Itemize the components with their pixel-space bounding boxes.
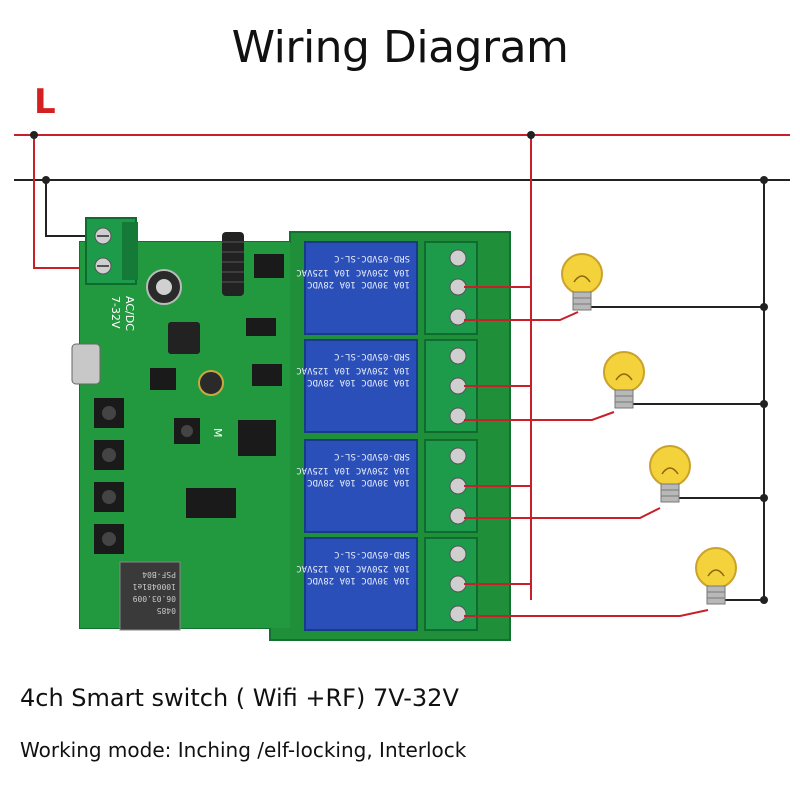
power-label-voltage: 7-32V — [109, 296, 122, 329]
working-mode-text: Working mode: Inching /elf-locking, Inte… — [20, 738, 467, 762]
push-button-icon — [94, 440, 124, 470]
svg-text:1000481e1: 1000481e1 — [132, 582, 176, 591]
svg-text:10A 30VDC 10A 28VDC: 10A 30VDC 10A 28VDC — [307, 279, 410, 289]
ic-chip — [252, 364, 282, 386]
svg-text:10A 30VDC 10A 28VDC: 10A 30VDC 10A 28VDC — [307, 575, 410, 585]
ic-chip — [246, 318, 276, 336]
svg-text:SRD-05VDC-SL-C: SRD-05VDC-SL-C — [334, 451, 410, 461]
svg-text:10A 30VDC 10A 28VDC: 10A 30VDC 10A 28VDC — [307, 477, 410, 487]
svg-text:SRD-05VDC-SL-C: SRD-05VDC-SL-C — [334, 351, 410, 361]
relay-output-wires — [464, 311, 709, 617]
light-bulb-icon — [649, 445, 691, 503]
capacitor-icon — [146, 269, 182, 305]
capacitor-icon — [198, 370, 224, 396]
wifi-module: PSF-B04 1000481e1 06.03.009 0485 — [119, 561, 181, 631]
bulb-neutral-wires — [590, 306, 764, 601]
live-line-label: L — [34, 82, 56, 122]
relay-icon: SRD-05VDC-SL-C 10A 250VAC 10A 125VAC 10A… — [296, 339, 418, 433]
ic-chip — [254, 254, 284, 278]
relay-live-wires — [464, 286, 531, 585]
ic-chip — [186, 488, 236, 518]
svg-text:10A 30VDC 10A 28VDC: 10A 30VDC 10A 28VDC — [307, 377, 410, 387]
light-bulb-icon — [695, 547, 737, 605]
power-input-terminal — [85, 217, 138, 285]
ic-chip — [238, 420, 276, 456]
inductor-icon — [168, 322, 200, 354]
svg-text:PSF-B04: PSF-B04 — [142, 570, 176, 579]
svg-text:10A 250VAC 10A 125VAC: 10A 250VAC 10A 125VAC — [296, 365, 410, 375]
svg-text:10A 250VAC 10A 125VAC: 10A 250VAC 10A 125VAC — [296, 465, 410, 475]
push-button-icon — [94, 524, 124, 554]
screw-terminal-icon — [424, 339, 478, 433]
screw-terminal-icon — [424, 439, 478, 533]
page-title: Wiring Diagram — [231, 22, 569, 73]
relay-icon: SRD-05VDC-SL-C 10A 250VAC 10A 125VAC 10A… — [296, 439, 418, 533]
live-distribution-wire — [527, 131, 535, 600]
svg-text:SRD-05VDC-SL-C: SRD-05VDC-SL-C — [334, 253, 410, 263]
ic-chip — [150, 368, 176, 390]
silk-mark-m: M — [211, 428, 224, 438]
power-feed-wires — [30, 131, 96, 269]
svg-text:06.03.009: 06.03.009 — [132, 594, 176, 603]
push-button-icon — [94, 482, 124, 512]
push-button-icon — [174, 418, 200, 444]
product-caption: 4ch Smart switch ( Wifi +RF) 7V-32V — [20, 684, 459, 712]
svg-text:10A 250VAC 10A 125VAC: 10A 250VAC 10A 125VAC — [296, 267, 410, 277]
push-button-icon — [94, 398, 124, 428]
light-bulb-icon — [603, 351, 645, 409]
relay-icon: SRD-05VDC-SL-C 10A 250VAC 10A 125VAC 10A… — [296, 241, 418, 335]
svg-text:10A 250VAC 10A 125VAC: 10A 250VAC 10A 125VAC — [296, 563, 410, 573]
svg-text:SRD-05VDC-SL-C: SRD-05VDC-SL-C — [334, 549, 410, 559]
svg-text:0485: 0485 — [157, 606, 176, 615]
neutral-return-wire — [760, 176, 768, 604]
power-label-acdc: AC/DC — [123, 296, 136, 331]
micro-usb-port — [71, 343, 101, 385]
light-bulb-icon — [561, 253, 603, 311]
relay-icon: SRD-05VDC-SL-C 10A 250VAC 10A 125VAC 10A… — [296, 537, 418, 631]
antenna-coil-icon — [222, 232, 244, 296]
